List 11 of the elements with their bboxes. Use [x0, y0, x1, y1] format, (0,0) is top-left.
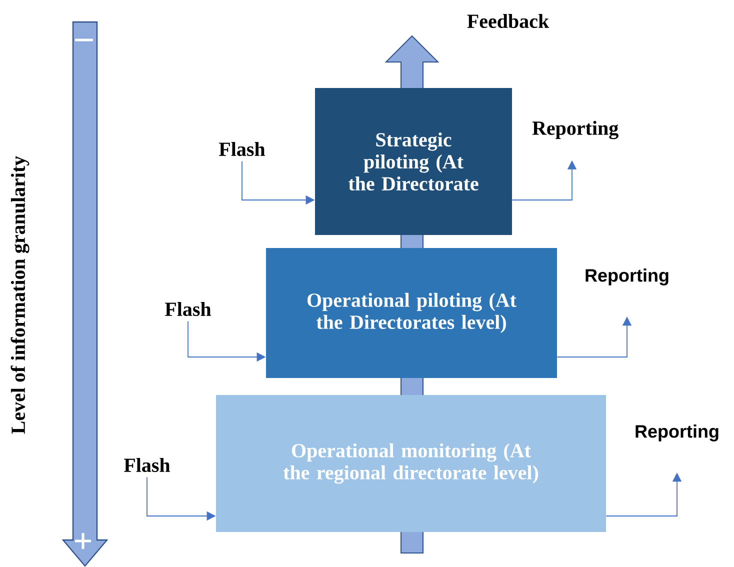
flow-label: Flash: [165, 302, 212, 316]
flow-label: Reporting: [636, 424, 718, 442]
axis-label: Level of information granularity: [10, 156, 30, 434]
level-box: Strategic piloting (At the Directorate: [315, 88, 512, 235]
flow-label: Reporting: [532, 120, 618, 140]
level-box: Operational monitoring (At the regional directorate level): [216, 395, 606, 532]
flow-label: Flash: [124, 458, 170, 472]
flow-label: Flash: [219, 142, 266, 156]
flow-label: Reporting: [586, 268, 668, 286]
level-box: Operational piloting (At the Directorates level): [266, 248, 557, 378]
arrow-label: Feedback: [467, 14, 550, 28]
